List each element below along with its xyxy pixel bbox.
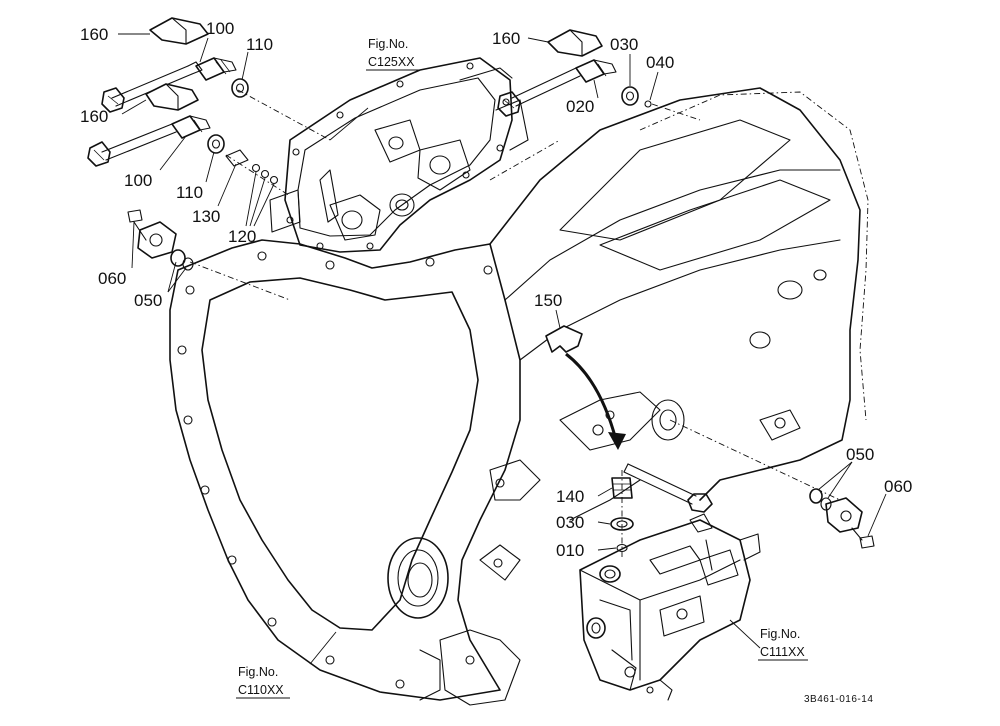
figure-reference-c111: Fig.No. C111XX: [758, 627, 808, 661]
hose-fitting-lower: [87, 115, 279, 185]
callout-160-top-right: 160: [492, 29, 520, 48]
callout-160-middle-left: 160: [80, 107, 108, 126]
transmission-housing: [169, 87, 869, 706]
protective-cap-150: [545, 325, 583, 353]
cap-edge-upper: [171, 17, 187, 45]
callout-140: 140: [556, 487, 584, 506]
centerline-oring: [651, 103, 701, 121]
valve-fitting-lower: [610, 463, 713, 553]
leader-lines: [118, 33, 887, 665]
speed-sensor-left: [127, 209, 194, 271]
speed-sensor-right: [809, 488, 875, 549]
hose-fitting-upper: [101, 57, 249, 113]
callout-020: 020: [566, 97, 594, 116]
fig-ref-label: Fig.No.: [238, 665, 278, 679]
protective-cap-right: [547, 29, 603, 57]
figure-reference-c125: Fig.No. C125XX: [366, 37, 420, 71]
protective-cap-upper: [149, 17, 209, 45]
cap-edge-right: [569, 29, 583, 57]
callout-030-lower: 030: [556, 513, 584, 532]
callout-110-top: 110: [246, 35, 273, 54]
assembly-arrow-head: [608, 432, 626, 450]
centerline-bolt-upper: [237, 89, 331, 141]
control-valve-block: [579, 513, 761, 701]
callout-120: 120: [228, 227, 256, 246]
fig-ref-number: C111XX: [760, 645, 805, 659]
callout-150: 150: [534, 291, 562, 310]
assembly-arrow: [565, 352, 618, 441]
fig-ref-label: Fig.No.: [760, 627, 800, 641]
protective-cap-lower: [145, 83, 199, 111]
cap-edge-lower: [165, 83, 179, 111]
callout-100-top: 100: [206, 19, 234, 38]
callout-labels: 160 100 110 160 100 110 130 120 060 050 …: [80, 19, 912, 560]
flange-bolt-holes: [177, 251, 493, 689]
callout-040: 040: [646, 53, 674, 72]
hose-fitting-right: [497, 59, 652, 117]
callout-100-lower: 100: [124, 171, 152, 190]
callout-060-right: 060: [884, 477, 912, 496]
figure-reference-c110: Fig.No. C110XX: [236, 665, 290, 699]
callout-050-left: 050: [134, 291, 162, 310]
centerline-sensor-left: [189, 261, 291, 301]
drawing-code: 3B461-016-14: [804, 694, 873, 705]
fig-ref-number: C110XX: [238, 683, 284, 697]
fig-ref-number: C125XX: [368, 55, 415, 69]
callout-160-top-left: 160: [80, 25, 108, 44]
callout-060-left: 060: [98, 269, 126, 288]
centerline-bolt-lower: [225, 154, 291, 197]
callout-130: 130: [192, 207, 220, 226]
centerline-sensor-right: [669, 419, 841, 501]
callout-010: 010: [556, 541, 584, 560]
top-cover-assembly: [269, 57, 529, 253]
callout-050-right: 050: [846, 445, 874, 464]
callout-110-lower: 110: [176, 183, 203, 202]
callout-030-top: 030: [610, 35, 638, 54]
fig-ref-label: Fig.No.: [368, 37, 408, 51]
